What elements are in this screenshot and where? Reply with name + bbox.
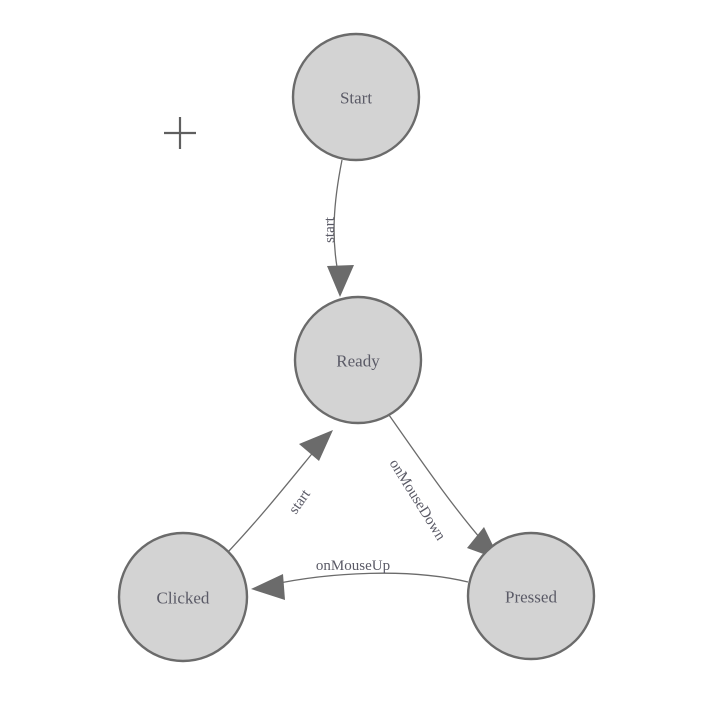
node-label-ready: Ready <box>336 352 380 371</box>
node-clicked[interactable]: Clicked <box>117 531 249 663</box>
edge-ready-to-pressed[interactable]: onMouseDown <box>386 414 500 560</box>
edge-label-group-ready-to-pressed: onMouseDown <box>386 457 449 544</box>
node-start[interactable]: Start <box>291 32 421 162</box>
edge-label-pressed-to-clicked: onMouseUp <box>316 558 390 574</box>
plus-marker[interactable] <box>164 117 196 149</box>
edge-label-group-clicked-to-ready: start <box>286 486 314 517</box>
nodes-layer: Start Ready Clicked Pressed <box>117 32 596 663</box>
edge-path-ready-to-pressed <box>388 414 487 546</box>
node-circle-pressed[interactable] <box>466 531 596 661</box>
node-circle-ready[interactable] <box>293 295 423 425</box>
arrowhead-pressed-to-clicked <box>251 574 285 600</box>
node-label-clicked: Clicked <box>157 589 210 608</box>
edge-label-group-pressed-to-clicked: onMouseUp <box>316 558 390 574</box>
edge-label-group-start-to-ready: start <box>322 216 338 243</box>
edge-label-ready-to-pressed: onMouseDown <box>386 457 449 544</box>
node-pressed[interactable]: Pressed <box>466 531 596 661</box>
edge-path-pressed-to-clicked <box>269 572 469 586</box>
edge-start-to-ready[interactable]: start <box>322 159 354 297</box>
edge-path-clicked-to-ready <box>227 443 321 553</box>
edge-pressed-to-clicked[interactable]: onMouseUp <box>251 558 469 600</box>
node-circle-clicked[interactable] <box>117 531 249 663</box>
edge-label-start-to-ready: start <box>322 216 338 243</box>
node-ready[interactable]: Ready <box>293 295 423 425</box>
node-circle-start[interactable] <box>291 32 421 162</box>
node-label-start: Start <box>340 89 372 108</box>
arrowhead-start-to-ready <box>327 265 354 297</box>
edge-label-clicked-to-ready: start <box>286 486 314 517</box>
arrowhead-clicked-to-ready <box>299 430 333 461</box>
node-label-pressed: Pressed <box>505 588 557 607</box>
edge-clicked-to-ready[interactable]: start <box>227 430 333 553</box>
